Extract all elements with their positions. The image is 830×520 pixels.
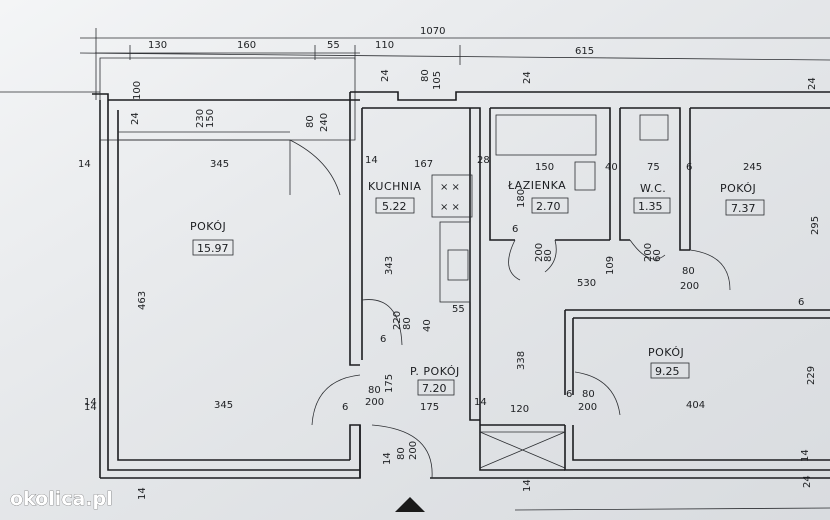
room-label-kuchnia: KUCHNIA (368, 180, 421, 193)
dim-room1-width: 345 (210, 159, 229, 170)
room-label-lazienka: ŁAZIENKA (507, 179, 566, 192)
dimension-labels: 1070 130 160 55 110 615 24 100 230 150 3… (78, 26, 821, 500)
dim-wall-28: 28 (477, 155, 490, 166)
dim-top-130: 130 (148, 40, 167, 51)
dim-bottom-14-left: 14 (137, 487, 148, 500)
room-area-pokoj-5: 7.37 (731, 202, 756, 215)
dim-room1-height: 463 (137, 291, 148, 310)
dim-hall-530: 530 (577, 278, 596, 289)
room-area-p-pokoj: 7.20 (422, 382, 447, 395)
dim-wc-6: 6 (686, 162, 692, 173)
dim-kitchen-width: 167 (414, 159, 433, 170)
room-label-p-pokoj: P. POKÓJ (410, 365, 460, 378)
dim-wall-14-left: 14 (78, 159, 91, 170)
room-labels: POKÓJ 15.97 KUCHNIA 5.22 ŁAZIENKA 2.70 W… (190, 179, 765, 396)
room-area-pokoj-7: 9.25 (655, 365, 680, 378)
room-area-lazienka: 2.70 (536, 200, 561, 213)
top-dimension-lines (0, 28, 830, 100)
fixtures: × × × × (431, 114, 669, 303)
dim-sink-55: 55 (452, 304, 465, 315)
dim-kitchen-105: 105 (432, 71, 443, 90)
dim-room7-door-200: 200 (578, 402, 597, 413)
dim-kitchen-80: 80 (420, 69, 431, 82)
dim-kitchen-door-80: 80 (402, 317, 413, 330)
dim-room5-24: 24 (807, 77, 818, 90)
dim-wc-door-60: 60 (652, 249, 663, 262)
dim-right-14: 14 (522, 479, 533, 492)
dim-room5-door-80: 80 (682, 266, 695, 277)
dim-bath-6: 6 (512, 224, 518, 235)
room-label-pokoj-1: POKÓJ (190, 220, 226, 233)
dim-door-240: 240 (319, 113, 330, 132)
dim-top-55: 55 (327, 40, 340, 51)
dim-kitchen-door-220: 220 (392, 311, 403, 330)
dim-room5-door-200: 200 (680, 281, 699, 292)
room-label-pokoj-7: POKÓJ (648, 346, 684, 359)
dim-wc-door-200: 200 (643, 243, 654, 262)
dim-room5-6: 6 (798, 297, 804, 308)
dim-window-150: 150 (205, 109, 216, 128)
paper-edge-line (514, 507, 830, 511)
dim-bath-door-80: 80 (543, 249, 554, 262)
watermark: okolica.pl (10, 488, 113, 510)
dim-hall-109: 109 (605, 256, 616, 275)
dim-top-160: 160 (237, 40, 256, 51)
dim-room7-14: 14 (800, 449, 811, 462)
dim-window-230: 230 (195, 109, 206, 128)
room-label-pokoj-5: POKÓJ (720, 182, 756, 195)
entrance-arrow-icon (395, 497, 425, 512)
svg-text:× ×: × × (440, 202, 460, 213)
dim-entry-200: 200 (408, 441, 419, 460)
dim-bath-door-200: 200 (534, 243, 545, 262)
dim-wall-40: 40 (605, 162, 618, 173)
dim-hall-338: 338 (516, 351, 527, 370)
dim-wall-14-k: 14 (365, 155, 378, 166)
dim-room7-6: 6 (566, 389, 572, 400)
doors (289, 139, 731, 479)
dim-kitchen-40: 40 (422, 319, 433, 332)
dim-left-14-mid: 14 (84, 397, 97, 408)
dim-balcony-100: 100 (132, 81, 143, 100)
dim-top-615: 615 (575, 46, 594, 57)
dim-bottom-24: 24 (802, 475, 813, 488)
dim-bath-width: 150 (535, 162, 554, 173)
dim-bottom-120: 120 (510, 404, 529, 415)
dim-room7-door-80: 80 (582, 389, 595, 400)
dim-hall-door-200: 200 (365, 397, 384, 408)
dim-room5-height: 295 (810, 216, 821, 235)
dim-total-width: 1070 (420, 26, 445, 37)
dim-balcony-24: 24 (130, 112, 141, 125)
dim-room7-height: 229 (806, 366, 817, 385)
room-area-wc: 1.35 (638, 200, 663, 213)
dim-left-14-bottom: 14 (84, 402, 97, 413)
dim-bottom-14: 14 (474, 397, 487, 408)
dim-bottom-345: 345 (214, 400, 233, 411)
dim-bottom-175: 175 (420, 402, 439, 413)
svg-text:× ×: × × (440, 182, 460, 193)
dim-top-110: 110 (375, 40, 394, 51)
dim-kitchen-height: 343 (384, 256, 395, 275)
dim-kitchen-6: 6 (380, 334, 386, 345)
room-label-wc: W.C. (640, 182, 666, 195)
dim-room7-width: 404 (686, 400, 705, 411)
dim-room5-width: 245 (743, 162, 762, 173)
dim-bath-24: 24 (522, 71, 533, 84)
room-area-kuchnia: 5.22 (382, 200, 407, 213)
dim-hall-door-80: 80 (368, 385, 381, 396)
dim-bath-height: 180 (516, 189, 527, 208)
dim-entry-14: 14 (382, 452, 393, 465)
dim-wc-width: 75 (647, 162, 660, 173)
dim-door-80: 80 (305, 115, 316, 128)
walls (92, 57, 830, 479)
dim-hall-175-side: 175 (384, 374, 395, 393)
dim-hall-6: 6 (342, 402, 348, 413)
room-area-box-1 (192, 239, 234, 256)
dim-entry-80: 80 (396, 447, 407, 460)
dim-kitchen-24: 24 (380, 69, 391, 82)
room-area-pokoj-1: 15.97 (197, 242, 229, 255)
